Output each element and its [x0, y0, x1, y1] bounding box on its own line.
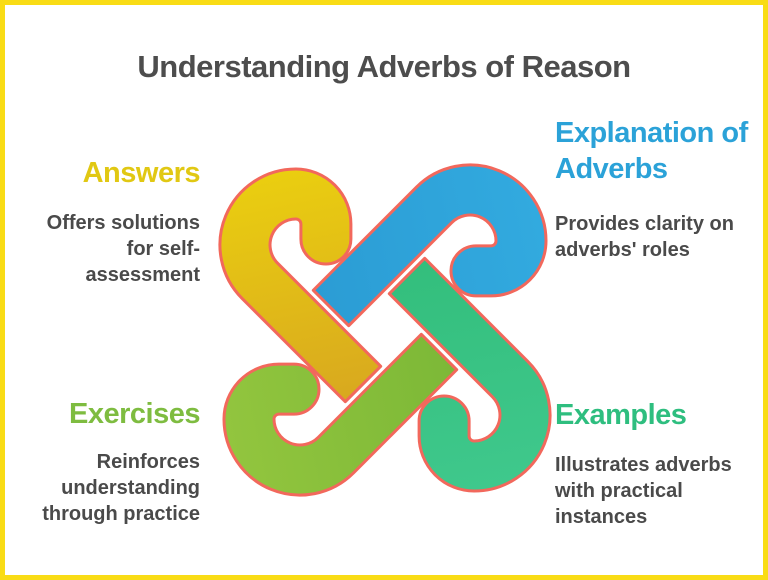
body-answers: Offers solutions for self- assessment [46, 212, 200, 286]
interlaced-knot-graphic [218, 163, 552, 497]
body-examples: Illustrates adverbs with practical insta… [555, 454, 732, 528]
heading-answers: Answers [82, 157, 201, 189]
body-exercises: Reinforces understanding through practic… [42, 451, 200, 525]
knot-band-group [218, 163, 552, 497]
heading-examples: Examples [555, 399, 687, 431]
page-title: Understanding Adverbs of Reason [137, 49, 631, 84]
heading-exercises: Exercises [69, 398, 200, 430]
body-explanation: Provides clarity on adverbs' roles [555, 213, 734, 261]
heading-explanation: Explanation of Adverbs [555, 117, 748, 186]
